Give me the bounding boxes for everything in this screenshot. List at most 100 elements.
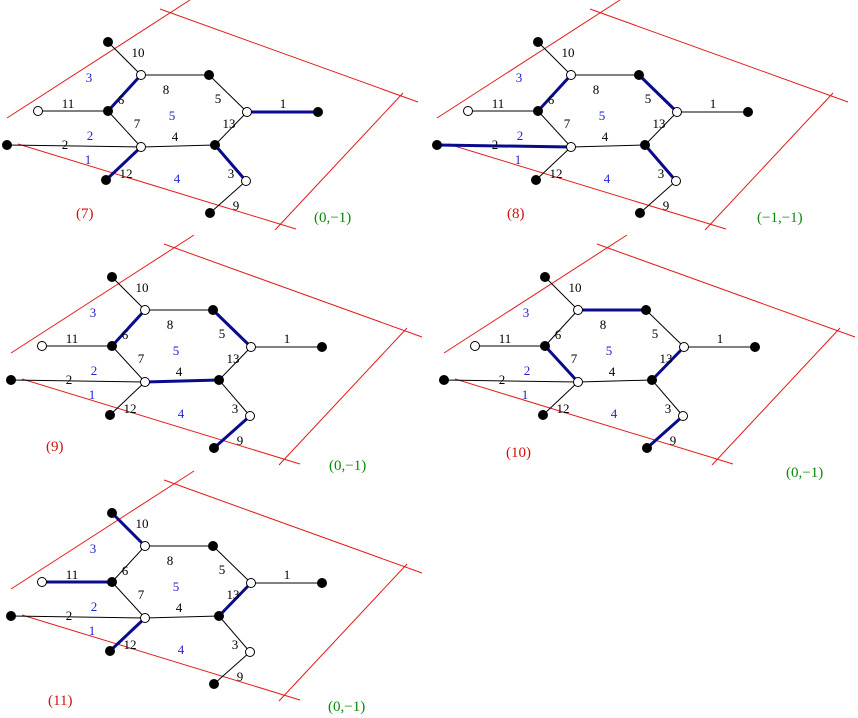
- edge-label: 13: [653, 116, 666, 131]
- edge-label: 13: [660, 351, 673, 366]
- face-label: 1: [89, 387, 96, 402]
- black-vertex: [210, 140, 220, 150]
- white-vertex: [136, 142, 146, 152]
- height-change-label: (0,−1): [314, 210, 351, 226]
- edge-label: 6: [118, 92, 125, 107]
- edge-label: 1: [717, 331, 724, 346]
- edge-label: 7: [138, 587, 145, 602]
- edge-label: 10: [569, 280, 582, 295]
- height-change-label: (0,−1): [329, 458, 366, 474]
- edge-label: 2: [492, 137, 499, 152]
- edge-label: 8: [167, 317, 174, 332]
- boundary-line: [454, 378, 734, 465]
- white-vertex: [470, 341, 480, 351]
- edge-label: 8: [600, 317, 607, 332]
- edge-2: [6, 144, 142, 148]
- edge-label: 1: [284, 567, 291, 582]
- face-label: 5: [173, 343, 180, 358]
- white-vertex: [242, 107, 252, 117]
- edge-4: [570, 144, 646, 148]
- face-label: 5: [599, 108, 606, 123]
- boundary-line: [163, 243, 423, 338]
- matched-edge-13: [217, 581, 253, 618]
- edge-label: 11: [499, 331, 512, 346]
- configuration-label: (11): [48, 693, 72, 709]
- height-change-label: (−1,−1): [757, 210, 803, 226]
- white-vertex: [245, 647, 255, 657]
- edge-10: [107, 41, 142, 76]
- edge-12: [109, 381, 146, 416]
- boundary-line: [596, 243, 856, 338]
- face-label: 1: [89, 623, 96, 638]
- edge-5: [212, 545, 252, 584]
- edge-label: 12: [557, 401, 570, 416]
- black-vertex: [533, 106, 543, 116]
- white-vertex: [37, 577, 47, 587]
- face-label: 2: [91, 599, 98, 614]
- edge-5: [208, 74, 248, 113]
- white-vertex: [140, 541, 150, 551]
- face-label: 2: [87, 128, 94, 143]
- edge-label: 7: [134, 116, 141, 131]
- boundary-line: [21, 378, 301, 465]
- black-vertex: [540, 272, 550, 282]
- edge-10: [111, 276, 146, 311]
- boundary-line: [704, 92, 834, 231]
- edge-label: 7: [571, 351, 578, 366]
- edge-13: [214, 111, 248, 146]
- edge-label: 3: [232, 401, 239, 416]
- black-vertex: [214, 375, 224, 385]
- boundary-line: [278, 327, 408, 466]
- black-vertex: [107, 341, 117, 351]
- edge-label: 11: [66, 331, 79, 346]
- configuration-label: (8): [507, 206, 525, 222]
- edge-label: 9: [237, 669, 244, 684]
- matched-edge-3: [643, 143, 678, 183]
- edge-label: 10: [132, 45, 145, 60]
- height-change-label: (0,−1): [328, 699, 365, 715]
- black-vertex: [432, 140, 442, 150]
- matched-edge-2: [435, 143, 573, 149]
- matched-edge-13: [650, 345, 686, 382]
- black-vertex: [209, 443, 219, 453]
- face-label: 2: [524, 363, 531, 378]
- edge-6: [544, 309, 579, 347]
- black-vertex: [214, 611, 224, 621]
- face-label: 5: [606, 343, 613, 358]
- edge-label: 13: [223, 116, 236, 131]
- edge-13: [218, 346, 252, 381]
- boundary-line: [436, 0, 621, 119]
- edge-label: 6: [122, 327, 129, 342]
- black-vertex: [208, 305, 218, 315]
- white-vertex: [573, 305, 583, 315]
- boundary-line: [6, 0, 191, 119]
- edge-label: 6: [555, 327, 562, 342]
- white-vertex: [241, 176, 251, 186]
- black-vertex: [642, 443, 652, 453]
- face-label: 4: [604, 171, 611, 186]
- edge-label: 9: [670, 433, 677, 448]
- edge-label: 12: [124, 637, 137, 652]
- edge-label: 2: [66, 372, 73, 387]
- black-vertex: [103, 106, 113, 116]
- edge-label: 10: [136, 516, 149, 531]
- edge-label: 1: [280, 96, 287, 111]
- black-vertex: [107, 508, 117, 518]
- edge-6: [111, 545, 146, 583]
- edge-label: 10: [136, 280, 149, 295]
- configuration-label: (10): [506, 445, 531, 461]
- edge-3: [218, 379, 251, 417]
- matched-edge-9: [645, 414, 685, 450]
- white-vertex: [33, 106, 43, 116]
- matched-edge-12: [108, 616, 147, 653]
- face-label: 5: [169, 108, 176, 123]
- face-label: 4: [178, 406, 185, 421]
- edge-label: 1: [710, 96, 717, 111]
- edge-label: 12: [120, 166, 133, 181]
- edge-2: [10, 615, 146, 619]
